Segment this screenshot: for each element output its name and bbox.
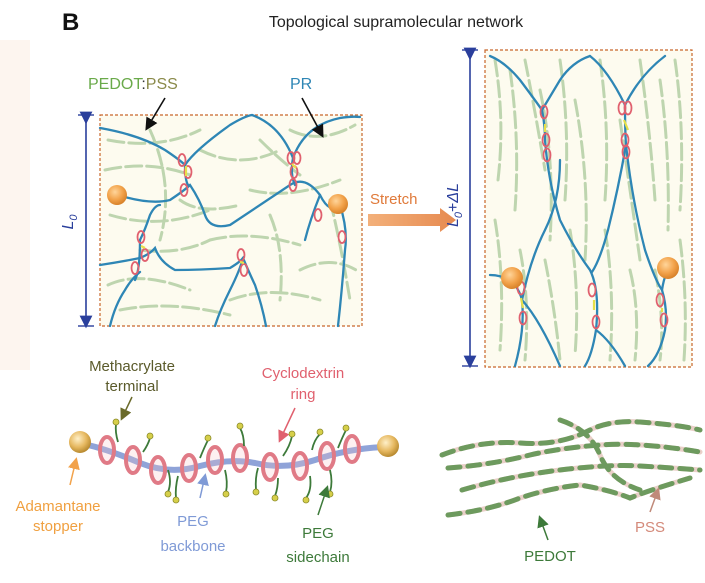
methacrylate-arrow — [120, 396, 133, 421]
peg-sidechain-arrow — [317, 485, 330, 516]
stopper-ball — [107, 185, 127, 205]
polyrotaxane-chains-stretched — [488, 54, 674, 368]
peg-backbone-arrow — [197, 473, 209, 499]
l0-label: L0 — [60, 214, 80, 230]
peg-sidechains — [114, 423, 347, 499]
crosslinks-left — [140, 163, 297, 265]
l0-delta-label: L0+ΔL — [445, 183, 465, 227]
cyclodextrin-rings-molecule — [98, 434, 361, 485]
cyclodextrin-label-line1: Cyclodextrin — [262, 365, 345, 382]
pedot-segments — [439, 417, 703, 518]
polyrotaxane-molecule — [69, 418, 399, 504]
stretched-network — [484, 49, 693, 368]
peg-sidechain-label-line2: sidechain — [286, 549, 349, 566]
stopper-ball — [501, 267, 523, 289]
pedot-bottom-label: PEDOT — [524, 548, 576, 565]
pedot-pss-strands — [439, 417, 703, 518]
unstretched-network — [98, 113, 363, 328]
l0-delta-bracket — [462, 47, 478, 369]
pr-arrow — [301, 97, 324, 138]
stretch-label: Stretch — [370, 191, 418, 208]
pss-bottom-label: PSS — [635, 519, 665, 536]
stretch-arrow — [368, 208, 456, 232]
stopper-ball — [657, 257, 679, 279]
cyclodextrin-arrow — [278, 407, 296, 443]
figure-title: Topological supramolecular network — [269, 14, 524, 31]
adamantane-stopper-ball — [69, 431, 91, 453]
pss-bottom-arrow — [649, 487, 661, 513]
pedot-pss-arrow — [145, 97, 166, 131]
methacrylate-label-line2: terminal — [105, 378, 158, 395]
pedot-bottom-arrow — [537, 515, 549, 541]
crosslinks-right — [519, 119, 664, 312]
stopper-ball — [328, 194, 348, 214]
pedot-label-text: PEDOT — [88, 76, 143, 93]
peg-backbone-label-line2: backbone — [160, 538, 225, 555]
adamantane-label-line1: Adamantane — [15, 498, 100, 515]
l0-length-bracket — [78, 111, 94, 329]
adamantane-stopper-ball — [377, 435, 399, 457]
peg-sidechain-label-line1: PEG — [302, 525, 334, 542]
pr-label: PR — [290, 76, 312, 93]
cyclodextrin-rings-right — [516, 100, 669, 330]
adamantane-label-line2: stopper — [33, 518, 83, 535]
peg-backbone-label-line1: PEG — [177, 513, 209, 530]
pedot-pss-label: PEDOT:PSS — [88, 76, 178, 93]
svg-text:L0+ΔL: L0+ΔL — [445, 183, 465, 227]
methacrylate-label-line1: Methacrylate — [89, 358, 175, 375]
colon-text: : — [141, 76, 145, 93]
methacrylate-terminals — [112, 418, 350, 504]
svg-text:L0: L0 — [60, 214, 80, 230]
cyclodextrin-label-line2: ring — [290, 386, 315, 403]
pss-label-text: PSS — [146, 76, 178, 93]
panel-label: B — [62, 9, 79, 36]
adamantane-arrow — [68, 457, 80, 486]
edge-glow — [0, 40, 30, 370]
